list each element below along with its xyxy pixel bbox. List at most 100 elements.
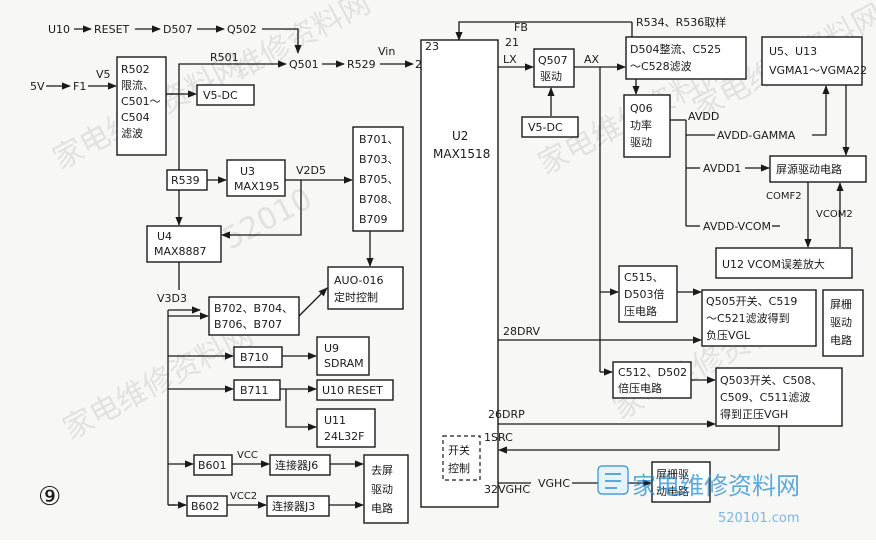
- block-auo: [327, 266, 404, 310]
- signal-fb: FB: [514, 21, 528, 34]
- signal-avdd1: AVDD1: [703, 162, 741, 175]
- signal-32vghc: 32VGHC: [484, 483, 530, 496]
- signal-vcom2: VCOM2: [816, 209, 853, 220]
- block-u12-label: U12 VCOM误差放大: [722, 257, 825, 271]
- block-b602: [186, 495, 228, 517]
- block-gate-drv2-line: 屏栅驱: [656, 467, 689, 481]
- block-v5dc-top: [196, 84, 255, 106]
- block-u3-line: MAX195: [234, 180, 280, 193]
- block-j3: [266, 495, 330, 517]
- watermark-text: 维修资料网: [227, 0, 376, 87]
- block-u9: [316, 336, 370, 376]
- block-source-drv: [769, 155, 867, 183]
- block-q06-line: 功率: [630, 118, 652, 132]
- block-source-drv-label: 屏源驱动电路: [776, 162, 842, 176]
- block-r502-line: C501～: [121, 95, 161, 108]
- block-r502-line: 限流、: [121, 78, 154, 92]
- block-c515-line: 压电路: [624, 305, 657, 318]
- block-u5-line: U5、U13: [769, 45, 817, 58]
- block-q503-line: C509、C511滤波: [720, 391, 810, 404]
- block-q06: [623, 94, 671, 158]
- block-q507-line: Q507: [538, 54, 568, 67]
- block-switch: [442, 435, 481, 481]
- block-gate-drv2-line: 动电路: [656, 485, 689, 498]
- block-to-panel-line: 驱动: [371, 483, 393, 496]
- block-c515-line: D503倍: [624, 287, 664, 301]
- logo-text: 家电维修资料网: [632, 472, 800, 500]
- figure-number: ⑨: [38, 482, 61, 512]
- block-d504: [625, 36, 747, 80]
- block-to-panel: [363, 454, 409, 524]
- signal-q502: Q502: [227, 23, 257, 36]
- block-r502-line: 滤波: [121, 127, 143, 140]
- block-b601-label: B601: [198, 459, 227, 472]
- block-v5dc-top-label: V5-DC: [203, 89, 238, 102]
- pin-23: 23: [425, 40, 439, 53]
- block-c512-line: 倍压电路: [618, 381, 662, 395]
- block-q507-line: 驱动: [540, 70, 562, 83]
- block-b702: [208, 296, 300, 336]
- block-q06-line: 驱动: [630, 136, 652, 149]
- block-to-panel-line: 去屏: [371, 464, 393, 477]
- signal-lx: LX: [503, 53, 517, 66]
- block-u4-line: MAX8887: [154, 245, 207, 258]
- block-to-panel-line: 电路: [371, 502, 393, 515]
- block-u9-line: U9: [324, 342, 339, 355]
- block-r502-line: R502: [121, 63, 150, 76]
- signal-q501: Q501: [289, 58, 319, 71]
- signal-5v: 5V: [30, 80, 45, 93]
- block-u4-line: U4: [157, 230, 172, 243]
- block-gate-drv-line: 驱动: [830, 316, 852, 329]
- block-r539-label: R539: [171, 174, 200, 187]
- signal-v2d5: V2D5: [296, 164, 326, 177]
- block-q503: [715, 367, 843, 427]
- signal-r501: R501: [210, 51, 239, 64]
- block-u2-line: MAX1518: [433, 147, 490, 161]
- block-q505-line: Q505开关、C519: [706, 294, 797, 308]
- block-c515: [618, 265, 678, 323]
- signal-u10: U10: [48, 23, 70, 36]
- block-q505-line: 负压VGL: [706, 328, 751, 342]
- block-u5: [761, 36, 863, 86]
- block-b701-line: B709: [359, 213, 388, 226]
- signal-avdd-vcom: AVDD-VCOM: [703, 220, 771, 233]
- block-q503-line: 得到正压VGH: [720, 408, 788, 421]
- block-b701-line: B705、: [359, 173, 399, 186]
- block-u5-line: VGMA1～VGMA22: [769, 64, 867, 77]
- block-u10-reset: [316, 379, 394, 401]
- block-q503-line: Q503开关、C508、: [720, 373, 822, 387]
- signal-avdd: AVDD: [688, 110, 719, 123]
- block-u10-reset-label: U10 RESET: [322, 384, 383, 397]
- block-b711-label: B711: [240, 384, 269, 397]
- signal-v3d3: V3D3: [157, 292, 187, 305]
- signal-1src: 1SRC: [484, 431, 513, 444]
- signal-comf2: COMF2: [766, 191, 802, 202]
- book-icon-lines: [605, 473, 621, 489]
- block-u2-line: U2: [452, 129, 468, 143]
- block-u3: [226, 159, 286, 197]
- block-b602-label: B602: [191, 500, 220, 513]
- watermark-text: 家电维修资料网: [57, 318, 259, 447]
- signal-reset: RESET: [94, 23, 130, 36]
- signal-f1: F1: [73, 80, 86, 93]
- block-u9-line: SDRAM: [324, 357, 364, 370]
- block-b702-line: B706、B707: [214, 318, 282, 331]
- block-u2: [420, 39, 499, 508]
- block-auo-line: 定时控制: [334, 290, 378, 304]
- signal-avdd-gamma: AVDD-GAMMA: [717, 129, 796, 142]
- block-q505-line: ～C521滤波得到: [706, 312, 790, 325]
- signal-ax: AX: [584, 53, 600, 66]
- block-b701-line: B701、: [359, 133, 399, 146]
- block-r502: [116, 56, 167, 156]
- block-q507: [533, 48, 575, 88]
- signal-d507: D507: [163, 23, 192, 36]
- block-b710: [233, 346, 283, 368]
- block-u11: [316, 408, 376, 448]
- block-j3-label: 连接器J3: [272, 500, 315, 513]
- signal-sample: R534、R536取样: [636, 15, 726, 29]
- signal-r529: R529: [347, 58, 376, 71]
- block-q505: [701, 289, 817, 347]
- block-u3-line: U3: [240, 165, 255, 178]
